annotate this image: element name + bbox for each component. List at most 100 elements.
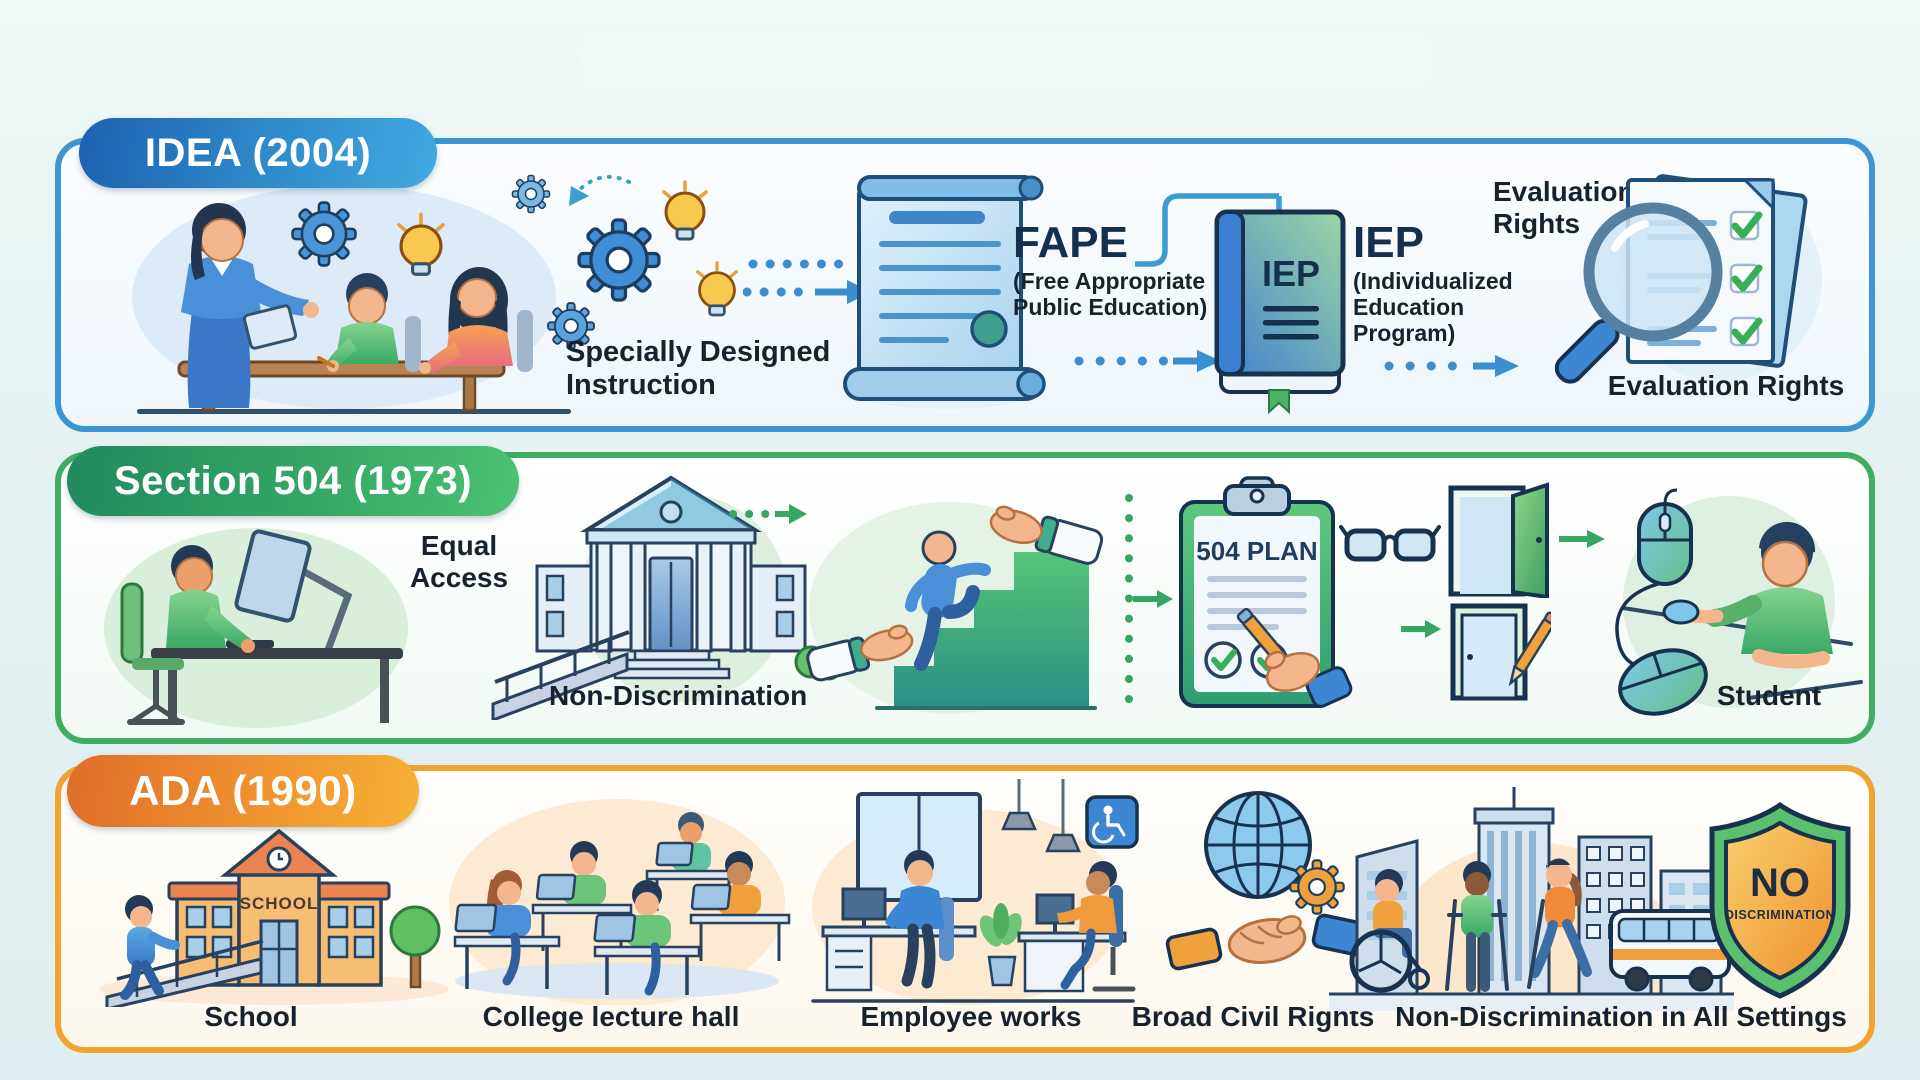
accessibility-sign-icon (1085, 795, 1139, 849)
arrow-icon (569, 186, 589, 206)
small-mouse-icon (1662, 599, 1700, 625)
school-building-icon: SCHOOL (167, 829, 391, 987)
closed-door-icon (1450, 603, 1551, 701)
monitor-arm-icon (234, 529, 353, 654)
evaluation-checklist-icon (1554, 174, 1822, 384)
city-settings-scene (1329, 787, 1734, 1011)
scroll-document-icon (843, 175, 1047, 409)
shield-icon: NO DISCRIMINATION (1709, 801, 1851, 999)
handshake-icon (1165, 913, 1369, 971)
iep-block: IEP (Individualized Education Program) (1353, 218, 1578, 347)
writing-hand-icon (1236, 607, 1353, 708)
computer-mouse-icon (1615, 488, 1693, 671)
fape-block: FAPE (Free Appropriate Public Education) (1013, 218, 1283, 320)
panel-idea-title: IDEA (2004) (79, 118, 437, 188)
tree-icon (389, 905, 441, 989)
student-label: Student (1716, 680, 1822, 711)
teacher-icon (181, 203, 319, 408)
panel-ada: ADA (1990) SCHOOL (55, 755, 1875, 1053)
student-desk-icon (689, 851, 791, 961)
teacher-student-parent-scene (132, 185, 571, 414)
ramp-icon (491, 630, 630, 720)
shield-discrimination-text: DISCRIMINATION (1725, 908, 1835, 922)
climbing-person-icon (905, 530, 991, 671)
helping-hand-icon (806, 624, 914, 682)
fape-full-label: (Free Appropriate Public Education) (1013, 268, 1208, 321)
plan-title: 504 PLAN (1196, 536, 1317, 566)
student-desk-icon (593, 880, 701, 996)
computer-mouse-icon (1618, 648, 1708, 716)
faded-header-strip (580, 34, 1430, 88)
lightbulb-icon (662, 180, 708, 241)
stairs-icon (894, 552, 1089, 708)
non-discrimination-label: Non-Discrimination (549, 680, 808, 711)
student-desk-icon (645, 812, 741, 911)
employee-works-label: Employee works (860, 1001, 1082, 1032)
arrow-icon (1559, 530, 1605, 548)
student-icon (1662, 521, 1833, 669)
student-desk-icon (531, 841, 633, 951)
building-with-ramp-icon (491, 475, 842, 720)
sdi-label: Specially Designed Instruction (566, 336, 831, 402)
glasses-icon (1339, 525, 1441, 562)
cane-walker-icon (1527, 858, 1592, 989)
walking-person-icon (120, 895, 180, 1000)
dotted-arrow-icon (1074, 350, 1221, 372)
panel-idea: IDEA (2004) (55, 118, 1875, 432)
pencil-icon (1508, 611, 1551, 687)
seated-person-icon (166, 545, 255, 653)
wheelchair-user-icon (1349, 869, 1430, 993)
dotted-divider (1125, 494, 1133, 704)
parent-icon (419, 267, 533, 374)
dotted-arrow-icon (1384, 355, 1519, 377)
globe-icon (1204, 791, 1312, 899)
iep-book-icon: IEP (1214, 209, 1346, 415)
plan-clipboard-icon: 504 PLAN (1179, 476, 1353, 708)
arrow-icon (1133, 590, 1173, 608)
civil-rights-icons (1165, 791, 1369, 971)
iep-book-label: IEP (1262, 253, 1320, 294)
student-mouse-scene (1615, 488, 1863, 716)
student-desk-icon (453, 870, 561, 989)
school-scene: SCHOOL (99, 829, 449, 1007)
ramp-icon (105, 939, 264, 1007)
pendant-lamp-icon (1001, 779, 1081, 853)
non-discrimination-all-settings-label: Non-Discrimination in All Settings (1395, 1001, 1847, 1032)
office-chair-icon (120, 582, 185, 725)
arrow-icon (1401, 620, 1441, 638)
desk-icon (821, 887, 977, 992)
checkbox-icon (1729, 210, 1763, 347)
office-worker-icon (1057, 861, 1136, 992)
bus-icon (1609, 909, 1731, 992)
iep-abbr: IEP (1353, 218, 1424, 267)
college-lecture-hall-scene (449, 799, 791, 1005)
lightbulb-icon (696, 260, 738, 317)
dotted-arrow-icon (729, 504, 807, 524)
shield-no-text: NO (1750, 861, 1810, 905)
equal-access-label: Equal Access (409, 530, 509, 593)
panel-section504: Section 504 (1973) (55, 446, 1875, 744)
gear-icon (511, 174, 551, 214)
open-door-icon (1448, 482, 1549, 598)
gears-ideas-cluster (511, 174, 738, 350)
student-icon (317, 273, 421, 372)
crutches-person-icon (1445, 861, 1509, 992)
school-label: School (204, 1001, 298, 1032)
school-sign: SCHOOL (240, 894, 319, 913)
iep-full-label: (Individualized Education Program) (1353, 268, 1513, 347)
evaluation-rights-bottom-label: Evaluation Rights (1607, 370, 1845, 401)
stairs-support-scene (806, 502, 1104, 714)
gear-icon (291, 201, 357, 267)
evaluation-rights-top-label: Evaluation Rights (1493, 176, 1635, 239)
accessible-workstation-scene (104, 528, 408, 728)
panel-ada-title: ADA (1990) (67, 755, 419, 827)
magnifier-icon (1554, 202, 1723, 384)
panel-section504-title: Section 504 (1973) (67, 446, 519, 516)
plant-icon (979, 903, 1022, 987)
helping-hand-icon (989, 505, 1104, 565)
office-worker-icon (885, 850, 954, 989)
side-wing-icon (535, 564, 807, 653)
gear-icon (577, 218, 661, 302)
college-label: College lecture hall (482, 1001, 740, 1032)
